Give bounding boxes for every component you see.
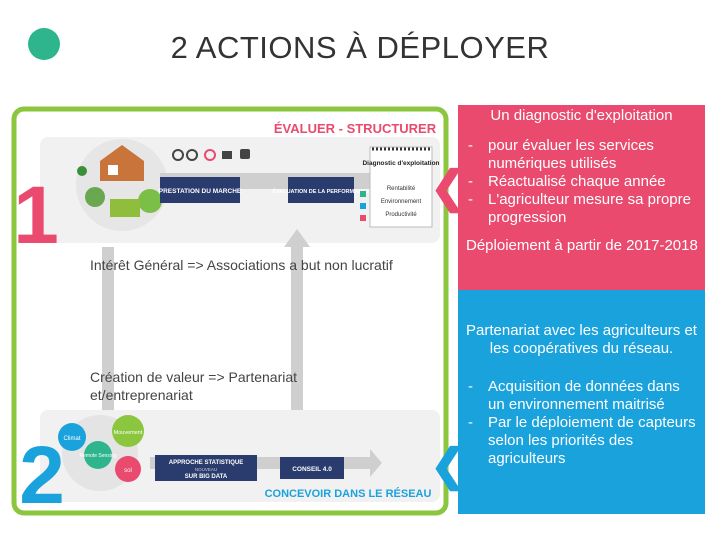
page-title: 2 ACTIONS À DÉPLOYER <box>170 30 550 65</box>
conseil-label: CONSEIL 4.0 <box>292 466 332 473</box>
list-item: pour évaluer les services numériques uti… <box>468 137 697 173</box>
interet-general-text: Intérêt Général => Associations a but no… <box>90 257 393 273</box>
bottom-header: CONCEVOIR DANS LE RÉSEAU <box>265 487 432 500</box>
left-connector <box>102 247 114 419</box>
creation-valeur-text: Création de valeur => Partenariat et/ent… <box>90 369 298 403</box>
diagnostic-bullets: pour évaluer les services numériques uti… <box>458 137 705 227</box>
environnement-label: Environnement <box>381 199 422 205</box>
approche-title: APPROCHE STATISTIQUE <box>169 460 243 466</box>
number-2: 2 <box>19 430 65 517</box>
top-header: ÉVALUER - STRUCTURER <box>274 121 437 136</box>
service-icons <box>172 149 250 161</box>
process-arrow <box>160 163 390 199</box>
climat-label: Climat <box>63 436 80 442</box>
list-item: Acquisition de données dans un environne… <box>468 378 697 414</box>
list-item: Réactualisé chaque année <box>468 173 697 191</box>
list-item: Par le déploiement de capteurs selon les… <box>468 414 697 468</box>
diagnostic-panel: Un diagnostic d'exploitation pour évalue… <box>458 105 705 290</box>
evaluation-label: ÉVALUATION DE LA PERFORMANCE <box>272 187 370 195</box>
partenariat-bullets: Acquisition de données dans un environne… <box>458 378 705 468</box>
prestation-label: PRESTATION DU MARCHE <box>159 188 242 195</box>
approche-sub: NOUVEAU <box>195 467 217 472</box>
evaluation-box <box>288 177 354 203</box>
remote-label: Remote Sensing <box>80 453 117 459</box>
green-dot-icon <box>28 28 60 60</box>
productivite-label: Productivité <box>385 212 417 218</box>
process-diagram: ÉVALUER - STRUCTURER 1 PRESTATION DU MAR… <box>10 105 450 517</box>
deploiement-text: Déploiement à partir de 2017-2018 <box>466 237 698 254</box>
list-item: L'agriculteur mesure sa propre progressi… <box>468 191 697 227</box>
diagnostic-card <box>369 146 433 228</box>
diagnostic-title: Diagnostic d'exploitation <box>362 160 439 167</box>
mouvement-label: Mouvement <box>114 430 143 436</box>
approche-box <box>155 455 257 481</box>
approche-big: SUR BIG DATA <box>185 474 228 480</box>
conseil-box <box>280 457 344 479</box>
sol-label: sol <box>124 468 132 474</box>
partenariat-heading: Partenariat avec les agriculteurs et les… <box>466 322 697 357</box>
diagnostic-heading: Un diagnostic d'exploitation <box>490 107 673 124</box>
rentabilite-label: Rentabilité <box>387 186 416 192</box>
number-1: 1 <box>13 170 59 261</box>
partenariat-panel: Partenariat avec les agriculteurs et les… <box>458 290 705 514</box>
prestation-box <box>160 177 240 203</box>
